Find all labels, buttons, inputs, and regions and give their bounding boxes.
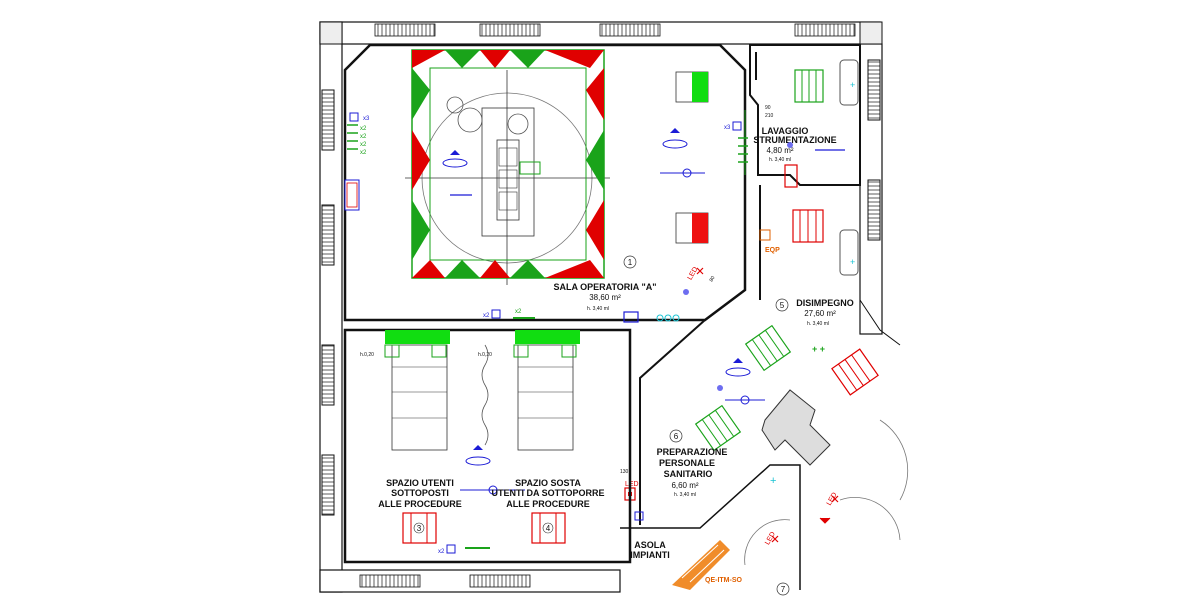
preparazione-label-2: PERSONALE xyxy=(659,458,715,468)
outer-walls xyxy=(319,21,901,593)
svg-text:x2: x2 xyxy=(360,134,367,140)
preparazione-height: h. 3,40 ml xyxy=(674,492,696,498)
spazio-utenti-label-3: ALLE PROCEDURE xyxy=(378,499,462,509)
eqp-label: EQP xyxy=(765,247,780,254)
svg-text:+: + xyxy=(850,257,855,267)
label-x3-lavaggio: x3 xyxy=(724,125,731,131)
disimpegno-label: DISIMPEGNO xyxy=(796,298,854,308)
asola-label-1: ASOLA xyxy=(634,540,666,550)
lavaggio-room: + 90 210 LAVAGGIO STRUMENTAZIONE 4,80 m²… xyxy=(724,44,861,188)
svg-text:+: + xyxy=(770,475,776,487)
spazio-utenti-label-2: SOTTOPOSTI xyxy=(391,488,449,498)
svg-text:+ +: + + xyxy=(812,344,825,354)
disimpegno-area: 27,60 m² xyxy=(804,309,836,318)
lavaggio-label-2: STRUMENTAZIONE xyxy=(753,135,836,145)
label-x3-left: x3 xyxy=(363,116,370,122)
door-80-label: 80 xyxy=(709,275,717,283)
spazio-room: h.0,20 h.0,20 SPAZIO UTENTI SOTTOPOSTI A… xyxy=(343,309,632,564)
svg-text:LED: LED xyxy=(826,492,839,507)
sala-operatoria-room: x3 x2 x2 x2 x2 1 SALA OPERATORIA "A" 38,… xyxy=(343,43,747,323)
lavaggio-label-1: LAVAGGIO xyxy=(762,126,809,136)
asola-label-2: IMPIANTI xyxy=(630,550,670,560)
disimpegno-room: + EQP 5 DISIMPEGNO 27,60 m² h. 3,40 ml xyxy=(717,184,879,405)
lavaggio-area: 4,80 m² xyxy=(766,146,793,155)
sala-operatoria-area: 38,60 m² xyxy=(589,293,621,302)
lavaggio-height: h. 3,40 ml xyxy=(769,157,791,163)
room-number-4: 4 xyxy=(546,524,551,533)
room-number-5: 5 xyxy=(780,301,785,310)
spazio-sosta-label-1: SPAZIO SOSTA xyxy=(515,478,581,488)
preparazione-label-3: SANITARIO xyxy=(664,469,713,479)
label-x2-bottom: x2 xyxy=(438,549,445,555)
height-label-b: h.0,20 xyxy=(478,352,492,358)
room-number-3: 3 xyxy=(417,524,422,533)
asola-area: ASOLA IMPIANTI QE-ITM-SO LED LED + 7 xyxy=(620,389,909,596)
room-number-7: 7 xyxy=(781,585,786,594)
svg-text:+: + xyxy=(850,80,855,90)
door-130-label: 130 xyxy=(620,469,629,475)
sala-operatoria-label: SALA OPERATORIA "A" xyxy=(553,282,656,292)
svg-text:x2: x2 xyxy=(360,126,367,132)
preparazione-room: 6 PREPARAZIONE PERSONALE SANITARIO 6,60 … xyxy=(620,319,742,525)
label-x2-top: x2 xyxy=(483,313,490,319)
sala-operatoria-height: h. 3,40 ml xyxy=(587,306,609,312)
label-x2-green: x2 xyxy=(515,309,522,315)
spazio-sosta-label-2: UTENTI DA SOTTOPORRE xyxy=(491,488,604,498)
room-number-1: 1 xyxy=(628,258,633,267)
qe-label: QE-ITM-SO xyxy=(705,577,742,584)
svg-text:x2: x2 xyxy=(360,142,367,148)
svg-text:x2: x2 xyxy=(360,150,367,156)
height-label-a: h.0,20 xyxy=(360,352,374,358)
disimpegno-height: h. 3,40 ml xyxy=(807,321,829,327)
preparazione-area: 6,60 m² xyxy=(671,481,698,490)
door-90-label: 90 xyxy=(765,105,771,111)
room-number-6: 6 xyxy=(674,432,679,441)
led-label-2: LED xyxy=(625,481,639,488)
spazio-sosta-label-3: ALLE PROCEDURE xyxy=(506,499,590,509)
spazio-utenti-label-1: SPAZIO UTENTI xyxy=(386,478,454,488)
preparazione-label-1: PREPARAZIONE xyxy=(657,447,728,457)
door-210-label: 210 xyxy=(765,113,774,119)
